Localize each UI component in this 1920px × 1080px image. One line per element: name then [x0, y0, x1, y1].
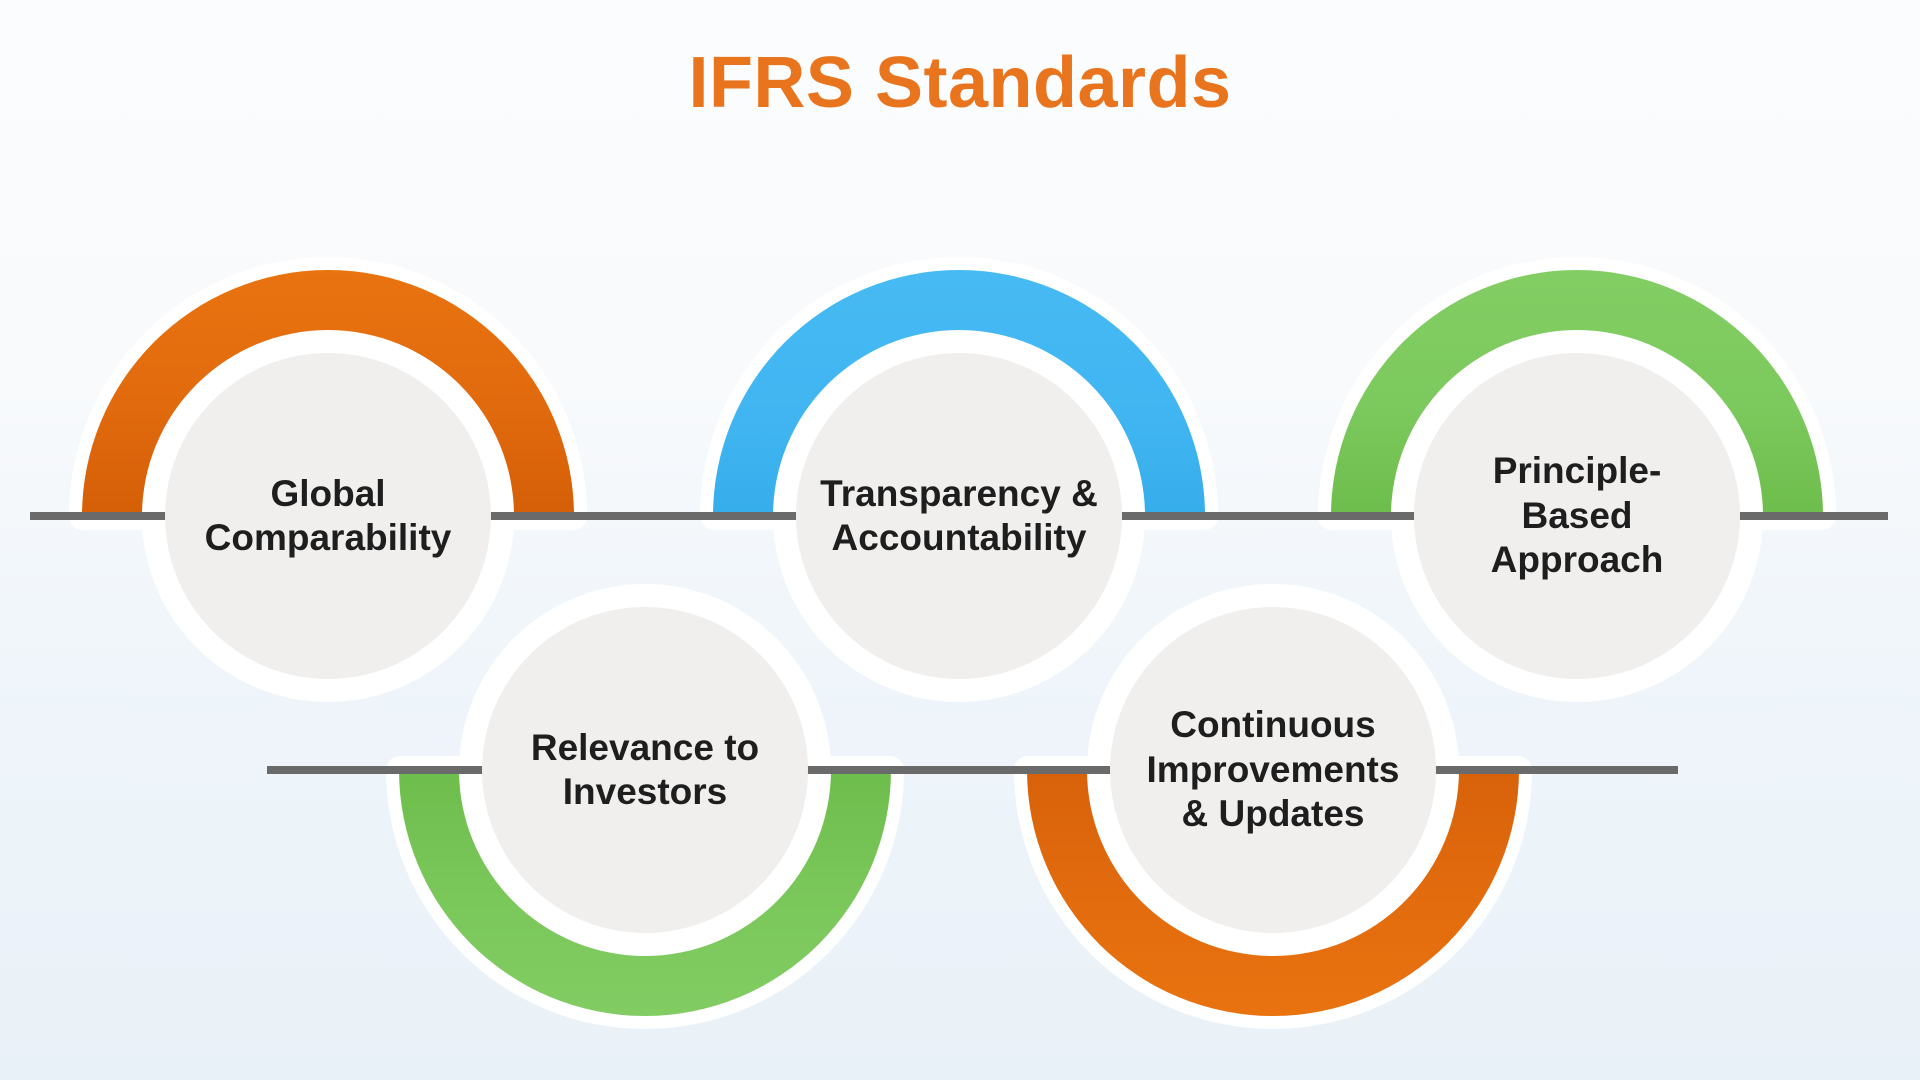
item-circle: Principle- Based Approach	[1414, 353, 1740, 679]
item-circle: Relevance to Investors	[482, 607, 808, 933]
item-label: Transparency & Accountability	[820, 472, 1098, 561]
item-circle: Transparency & Accountability	[796, 353, 1122, 679]
label-line: Accountability	[831, 517, 1087, 558]
item-label: Continuous Improvements & Updates	[1147, 703, 1400, 836]
label-line: Based	[1521, 494, 1633, 536]
label-line: Global	[270, 472, 386, 514]
item-label: Relevance to Investors	[531, 726, 759, 815]
item-label: Global Comparability	[205, 472, 452, 561]
label-line: Comparability	[204, 517, 452, 558]
item-circle: Continuous Improvements & Updates	[1110, 607, 1436, 933]
connector-line-bottom	[267, 766, 1678, 774]
label-line: Approach	[1490, 539, 1664, 581]
label-line: Relevance to	[530, 726, 760, 768]
item-circle: Global Comparability	[165, 353, 491, 679]
item-label: Principle- Based Approach	[1491, 449, 1664, 582]
label-line: Transparency &	[820, 472, 1098, 514]
label-line: Investors	[562, 771, 728, 812]
page-title: IFRS Standards	[688, 43, 1232, 123]
label-line: & Updates	[1181, 793, 1365, 835]
label-line: Continuous	[1170, 704, 1376, 746]
label-line: Principle-	[1492, 450, 1662, 492]
label-line: Improvements	[1146, 748, 1400, 790]
